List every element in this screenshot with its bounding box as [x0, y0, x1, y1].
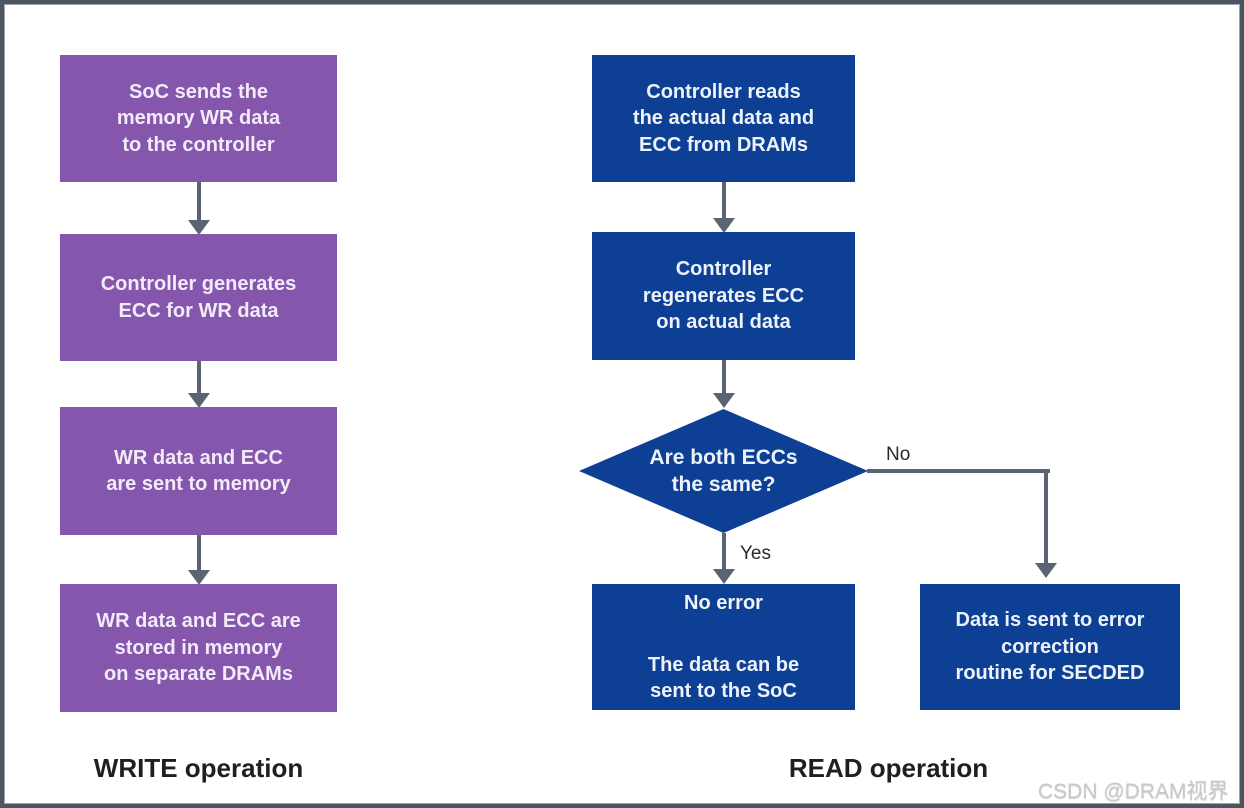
- read-step-box-1: Controller reads the actual data and ECC…: [592, 55, 855, 182]
- arrow-head-icon: [713, 393, 735, 408]
- read-step-box-2: Controller regenerates ECC on actual dat…: [592, 232, 855, 360]
- down-arrow-connector: [188, 361, 210, 408]
- yes-outcome-box: No error The data can be sent to the SoC: [592, 584, 855, 710]
- down-arrow-connector: [188, 182, 210, 235]
- yes-outcome-body: The data can be sent to the SoC: [647, 653, 800, 702]
- arrow-head-icon: [1035, 563, 1057, 578]
- arrow-shaft: [197, 535, 201, 570]
- yes-outcome-title: No error: [684, 591, 763, 614]
- write-operation-label: WRITE operation: [93, 753, 304, 783]
- arrow-head-icon: [188, 570, 210, 585]
- read-operation-label: READ operation: [788, 753, 989, 783]
- no-branch-arrow: [1035, 469, 1057, 578]
- decision-diamond: Are both ECCs the same?: [579, 409, 868, 533]
- arrow-shaft: [1044, 469, 1048, 563]
- yes-branch-label: Yes: [740, 543, 771, 564]
- down-arrow-connector: [713, 182, 735, 233]
- no-outcome-box: Data is sent to error correction routine…: [920, 584, 1180, 710]
- arrow-head-icon: [713, 569, 735, 584]
- down-arrow-connector: [713, 360, 735, 408]
- arrow-shaft: [722, 533, 726, 569]
- write-step-box-1: SoC sends the memory WR data to the cont…: [60, 55, 337, 182]
- yes-branch-arrow: [713, 533, 735, 584]
- csdn-watermark: CSDN @DRAM视界: [1038, 780, 1229, 803]
- down-arrow-connector: [188, 535, 210, 585]
- no-branch-horizontal-line: [867, 469, 1050, 473]
- arrow-head-icon: [188, 220, 210, 235]
- no-branch-label: No: [886, 444, 911, 465]
- write-step-box-4: WR data and ECC are stored in memory on …: [60, 584, 337, 712]
- yes-outcome-text: No error The data can be sent to the SoC: [648, 563, 799, 730]
- arrow-shaft: [722, 360, 726, 393]
- arrow-head-icon: [188, 393, 210, 408]
- arrow-shaft: [197, 182, 201, 220]
- arrow-head-icon: [713, 218, 735, 233]
- arrow-shaft: [197, 361, 201, 393]
- write-step-box-2: Controller generates ECC for WR data: [60, 234, 337, 361]
- arrow-shaft: [722, 182, 726, 218]
- write-step-box-3: WR data and ECC are sent to memory: [60, 407, 337, 535]
